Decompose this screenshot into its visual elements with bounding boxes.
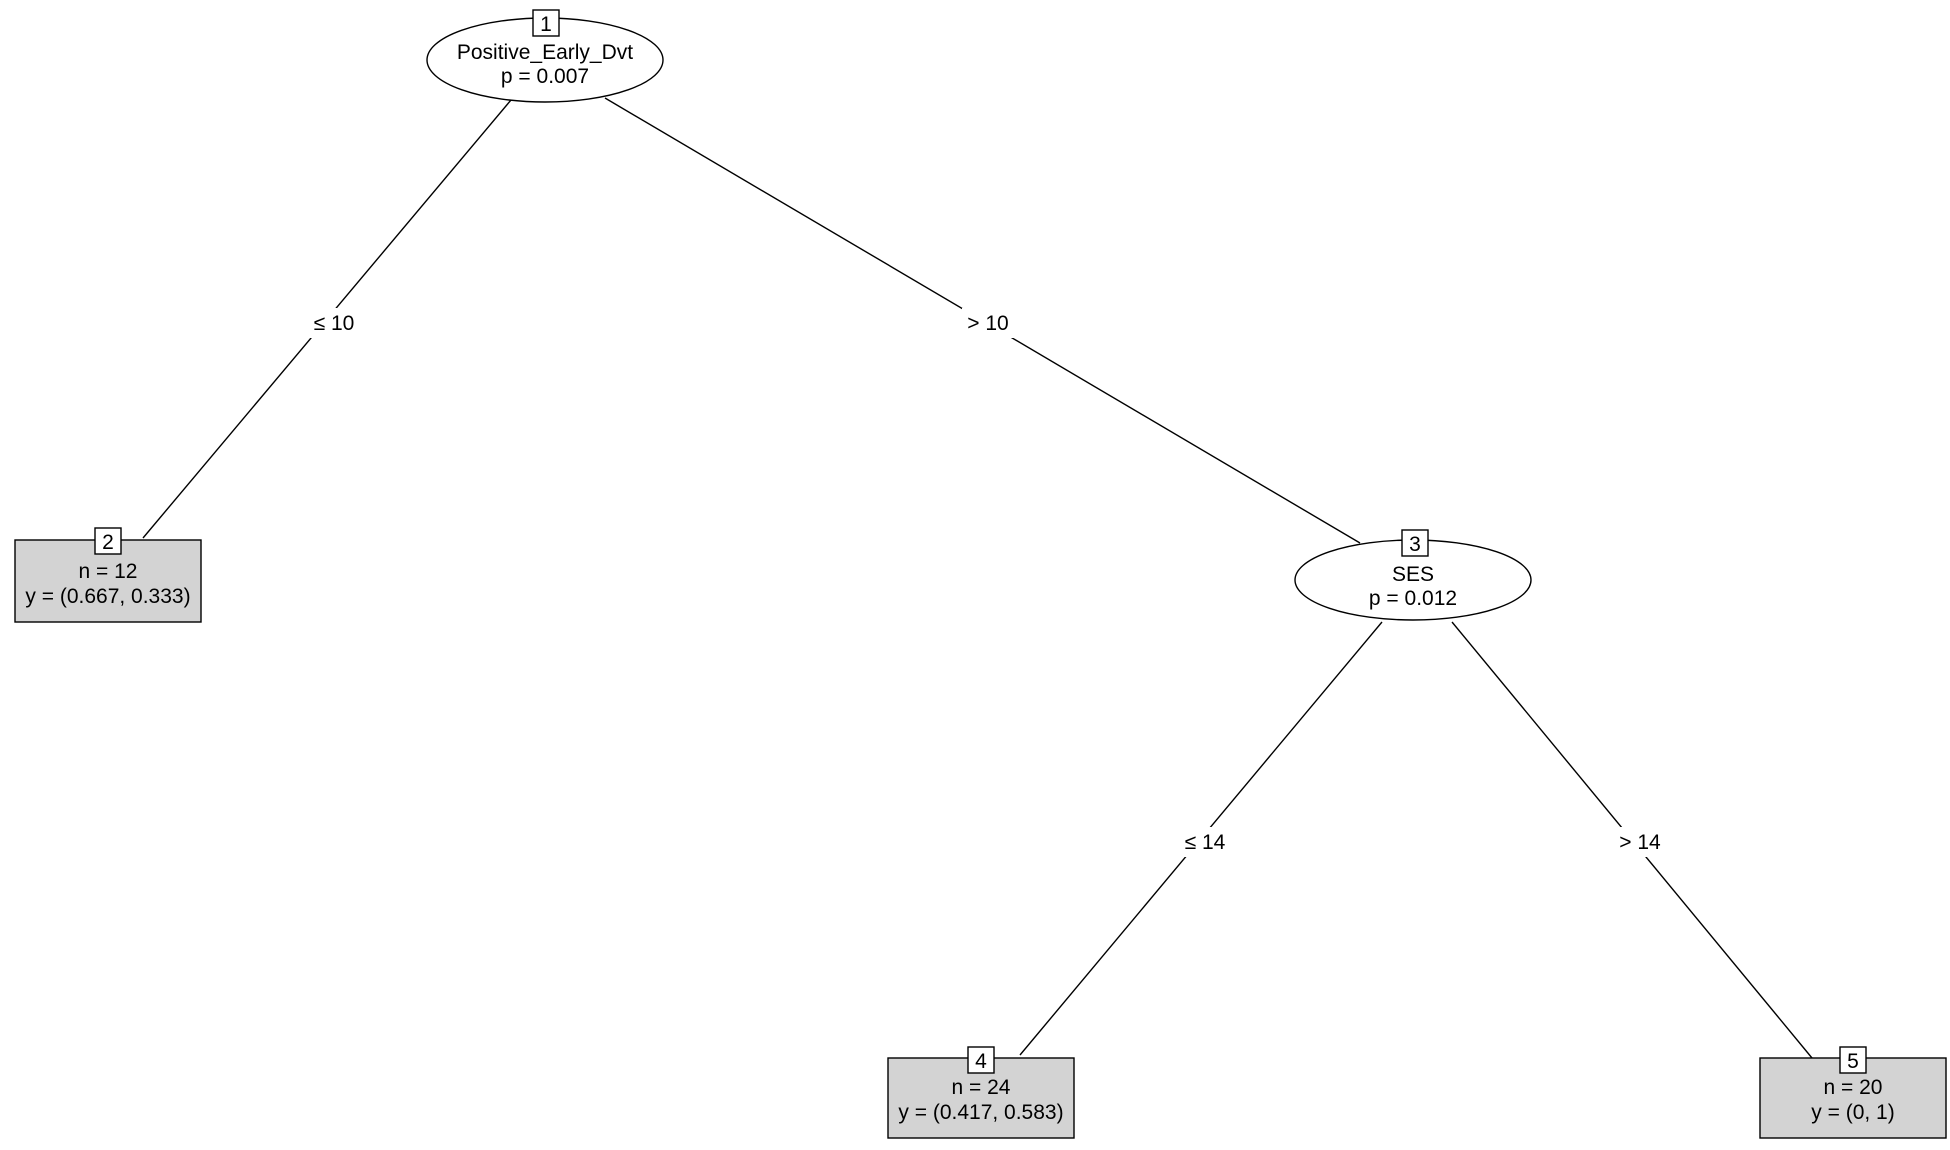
- node-2-y: y = (0.667, 0.333): [25, 585, 190, 608]
- node-2-id-box: [94, 527, 122, 555]
- svg-text:> 14: > 14: [1619, 831, 1661, 854]
- node-1-id: 1: [540, 13, 552, 36]
- node-2-id: 2: [102, 531, 114, 554]
- edge-label-3-4: ≤ 14: [1179, 827, 1231, 857]
- edge-label-1-2: ≤ 10: [308, 308, 360, 338]
- node-2-n: n = 12: [79, 560, 138, 583]
- node-1-variable: Positive_Early_Dvt: [457, 41, 633, 64]
- terminal-node-4: n = 24 y = (0.417, 0.583) 4: [887, 1046, 1075, 1139]
- svg-text:≤ 14: ≤ 14: [1185, 831, 1226, 854]
- node-5-id: 5: [1847, 1050, 1859, 1073]
- node-4-id: 4: [975, 1050, 987, 1073]
- node-4-id-box: [967, 1046, 995, 1074]
- inner-node-3: SES p = 0.012 3: [1294, 529, 1532, 621]
- svg-text:≤ 10: ≤ 10: [314, 312, 355, 335]
- terminal-node-5: n = 20 y = (0, 1) 5: [1759, 1046, 1947, 1139]
- node-4-n: n = 24: [952, 1076, 1011, 1099]
- edge-label-3-5: > 14: [1614, 827, 1666, 857]
- edge-label-1-3: > 10: [962, 308, 1014, 338]
- inner-node-1: Positive_Early_Dvt p = 0.007 1: [426, 9, 664, 103]
- terminal-node-2: n = 12 y = (0.667, 0.333) 2: [14, 527, 202, 623]
- node-3-variable: SES: [1392, 563, 1434, 586]
- node-3-id: 3: [1409, 533, 1421, 556]
- node-4-y: y = (0.417, 0.583): [898, 1101, 1063, 1124]
- node-3-id-box: [1401, 529, 1429, 557]
- node-1-id-box: [532, 9, 560, 37]
- svg-text:> 10: > 10: [967, 312, 1008, 335]
- node-3-p-value: p = 0.012: [1369, 587, 1457, 610]
- node-5-n: n = 20: [1824, 1076, 1883, 1099]
- node-5-id-box: [1839, 1046, 1867, 1074]
- node-5-y: y = (0, 1): [1811, 1101, 1894, 1124]
- node-1-p-value: p = 0.007: [501, 65, 589, 88]
